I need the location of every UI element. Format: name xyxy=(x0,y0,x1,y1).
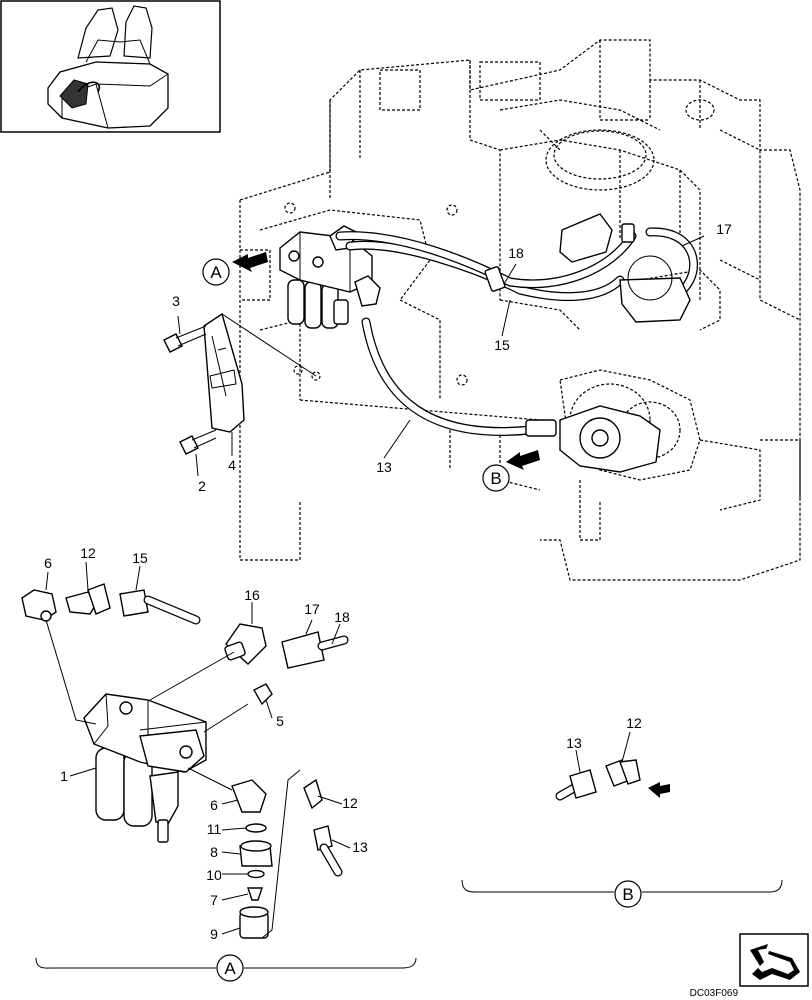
callout-6-top: 6 xyxy=(44,555,52,571)
view-label-B: B xyxy=(490,469,501,488)
callout-8: 8 xyxy=(210,844,218,860)
callout-6-lower: 6 xyxy=(210,797,218,813)
orientation-arrow-icon xyxy=(739,933,809,987)
leader-lines-main xyxy=(177,235,705,477)
callout-17-detail: 17 xyxy=(304,601,320,617)
detail-B xyxy=(555,731,670,801)
view-label-A: A xyxy=(210,263,222,282)
callout-5: 5 xyxy=(276,713,284,729)
bolt-2 xyxy=(179,429,217,455)
machine-location-inset xyxy=(0,0,221,133)
callout-9: 9 xyxy=(210,926,218,942)
callout-3: 3 xyxy=(172,293,180,309)
cover-plate xyxy=(203,312,317,433)
callout-18-detail: 18 xyxy=(334,609,350,625)
detail-label-B: B xyxy=(622,885,633,904)
view-marker-B-main: B xyxy=(482,464,510,492)
view-marker-A-main: A xyxy=(202,258,230,286)
callout-15-detail: 15 xyxy=(132,550,148,566)
detail-A-exploded xyxy=(21,583,349,939)
callout-15-main: 15 xyxy=(494,337,510,353)
direction-arrow-icon xyxy=(648,782,670,798)
callout-1: 1 xyxy=(60,768,68,784)
leader-lines-detail-A xyxy=(45,561,351,935)
pump-unit xyxy=(559,255,691,473)
callout-18-main: 18 xyxy=(508,245,524,261)
bolt-3 xyxy=(163,325,207,353)
detail-label-A: A xyxy=(224,959,236,978)
detail-B-bracket: B xyxy=(461,879,783,908)
callout-12-lower: 12 xyxy=(342,795,358,811)
callout-12-top: 12 xyxy=(80,545,96,561)
callout-17-main: 17 xyxy=(716,221,732,237)
callout-16: 16 xyxy=(244,587,260,603)
callout-13-B: 13 xyxy=(566,735,582,751)
callout-12-B: 12 xyxy=(626,715,642,731)
machine-location-icon xyxy=(47,5,169,129)
diagram-code: DC03F069 xyxy=(690,988,739,999)
callout-11: 11 xyxy=(207,821,222,837)
callout-13-lower: 13 xyxy=(352,839,368,855)
callout-4: 4 xyxy=(228,457,236,473)
arrow-to-B xyxy=(506,450,540,470)
callout-7: 7 xyxy=(210,892,218,908)
callout-13-main: 13 xyxy=(376,459,392,475)
machine-frame xyxy=(239,39,801,581)
arrow-to-A xyxy=(232,252,268,272)
callout-2: 2 xyxy=(198,478,206,494)
detail-A-bracket: A xyxy=(35,954,417,982)
callout-10: 10 xyxy=(206,867,222,883)
